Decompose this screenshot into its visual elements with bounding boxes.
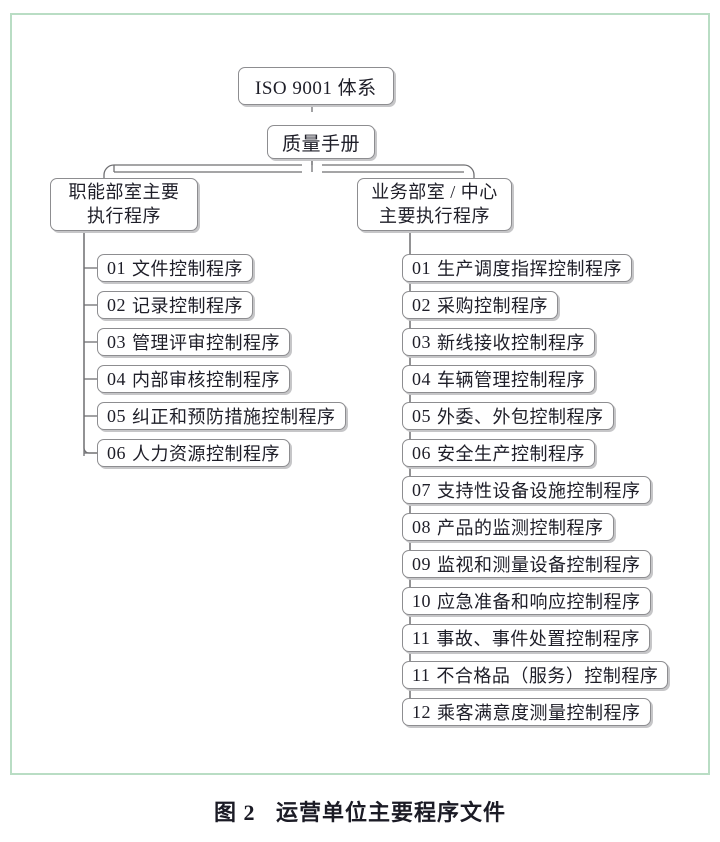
procedure-item-label: 安全生产控制程序 bbox=[437, 444, 585, 464]
procedure-item-number: 12 bbox=[412, 701, 431, 722]
procedure-item-label: 监视和测量设备控制程序 bbox=[437, 555, 641, 575]
procedure-item-label: 采购控制程序 bbox=[437, 296, 548, 316]
procedure-item-number: 01 bbox=[107, 257, 126, 278]
procedure-item-number: 04 bbox=[107, 368, 126, 389]
node-iso-system[interactable]: ISO 9001 体系 bbox=[238, 67, 394, 105]
procedure-item[interactable]: 10 应急准备和响应控制程序 bbox=[402, 587, 651, 615]
procedure-item-number: 06 bbox=[107, 442, 126, 463]
procedure-item-label: 内部审核控制程序 bbox=[132, 370, 280, 390]
branch-label-line1: 业务部室 / 中心 bbox=[371, 181, 498, 202]
procedure-item-number: 11 bbox=[412, 664, 431, 685]
procedure-item[interactable]: 07 支持性设备设施控制程序 bbox=[402, 476, 651, 504]
procedure-item[interactable]: 04 内部审核控制程序 bbox=[97, 365, 290, 393]
procedure-item[interactable]: 04 车辆管理控制程序 bbox=[402, 365, 595, 393]
procedure-item-label: 纠正和预防措施控制程序 bbox=[132, 407, 336, 427]
procedure-item[interactable]: 01 文件控制程序 bbox=[97, 254, 253, 282]
branch-label-line2: 执行程序 bbox=[87, 205, 161, 226]
procedure-item-label: 不合格品（服务）控制程序 bbox=[436, 666, 659, 686]
procedure-item-number: 10 bbox=[412, 590, 431, 611]
connector-elbow-right bbox=[454, 164, 475, 178]
procedure-item-label: 人力资源控制程序 bbox=[132, 444, 280, 464]
figure-caption-text: 运营单位主要程序文件 bbox=[276, 800, 507, 825]
procedure-item-number: 07 bbox=[412, 479, 431, 500]
node-iso-system-label: ISO 9001 体系 bbox=[255, 77, 377, 99]
procedure-item-label: 车辆管理控制程序 bbox=[437, 370, 585, 390]
procedure-item[interactable]: 03 新线接收控制程序 bbox=[402, 328, 595, 356]
procedure-item[interactable]: 05 纠正和预防措施控制程序 bbox=[97, 402, 346, 430]
diagram-canvas: ISO 9001 体系 质量手册 职能部室主要 执行程序 业务部室 / 中心 主… bbox=[12, 15, 712, 777]
procedure-item-number: 05 bbox=[412, 405, 431, 426]
procedure-item-number: 03 bbox=[107, 331, 126, 352]
node-quality-manual-label: 质量手册 bbox=[282, 133, 361, 155]
procedure-item[interactable]: 09 监视和测量设备控制程序 bbox=[402, 550, 651, 578]
procedure-item-label: 事故、事件处置控制程序 bbox=[436, 629, 640, 649]
procedure-item-label: 应急准备和响应控制程序 bbox=[437, 592, 641, 612]
branch-label-line2: 主要执行程序 bbox=[379, 205, 490, 226]
branch-label-line1: 职能部室主要 bbox=[68, 181, 180, 202]
connector-elbow-left bbox=[103, 164, 124, 178]
procedure-item-number: 03 bbox=[412, 331, 431, 352]
procedure-item[interactable]: 01 生产调度指挥控制程序 bbox=[402, 254, 632, 282]
procedure-item-number: 04 bbox=[412, 368, 431, 389]
figure-frame: ISO 9001 体系 质量手册 职能部室主要 执行程序 业务部室 / 中心 主… bbox=[10, 13, 710, 775]
procedure-item-number: 01 bbox=[412, 257, 431, 278]
procedure-item-number: 02 bbox=[412, 294, 431, 315]
procedure-item[interactable]: 02 记录控制程序 bbox=[97, 291, 253, 319]
procedure-item-label: 新线接收控制程序 bbox=[437, 333, 585, 353]
procedure-item[interactable]: 12 乘客满意度测量控制程序 bbox=[402, 698, 651, 726]
procedure-item[interactable]: 03 管理评审控制程序 bbox=[97, 328, 290, 356]
procedure-item[interactable]: 06 人力资源控制程序 bbox=[97, 439, 290, 467]
procedure-item-label: 生产调度指挥控制程序 bbox=[437, 259, 622, 279]
procedure-item-number: 08 bbox=[412, 516, 431, 537]
procedure-item-label: 外委、外包控制程序 bbox=[437, 407, 604, 427]
procedure-item-number: 09 bbox=[412, 553, 431, 574]
procedure-item[interactable]: 02 采购控制程序 bbox=[402, 291, 558, 319]
figure-caption-label: 图 2 bbox=[213, 800, 256, 825]
figure-caption: 图 2 运营单位主要程序文件 bbox=[0, 795, 720, 827]
procedure-item[interactable]: 08 产品的监测控制程序 bbox=[402, 513, 614, 541]
node-quality-manual[interactable]: 质量手册 bbox=[267, 125, 376, 159]
procedure-item-number: 02 bbox=[107, 294, 126, 315]
procedure-item-label: 记录控制程序 bbox=[132, 296, 243, 316]
procedure-item-number: 05 bbox=[107, 405, 126, 426]
procedure-item[interactable]: 06 安全生产控制程序 bbox=[402, 439, 595, 467]
procedure-item-label: 支持性设备设施控制程序 bbox=[437, 481, 641, 501]
procedure-item-label: 管理评审控制程序 bbox=[132, 333, 280, 353]
procedure-item-label: 乘客满意度测量控制程序 bbox=[437, 703, 641, 723]
procedure-item-number: 06 bbox=[412, 442, 431, 463]
node-branch-functional-departments[interactable]: 职能部室主要 执行程序 bbox=[50, 178, 198, 231]
procedure-item-label: 产品的监测控制程序 bbox=[437, 518, 604, 538]
procedure-item[interactable]: 05 外委、外包控制程序 bbox=[402, 402, 614, 430]
procedure-item-label: 文件控制程序 bbox=[132, 259, 243, 279]
node-branch-business-departments[interactable]: 业务部室 / 中心 主要执行程序 bbox=[357, 178, 512, 231]
procedure-item-number: 11 bbox=[412, 627, 431, 648]
tick-group-left bbox=[84, 267, 97, 454]
